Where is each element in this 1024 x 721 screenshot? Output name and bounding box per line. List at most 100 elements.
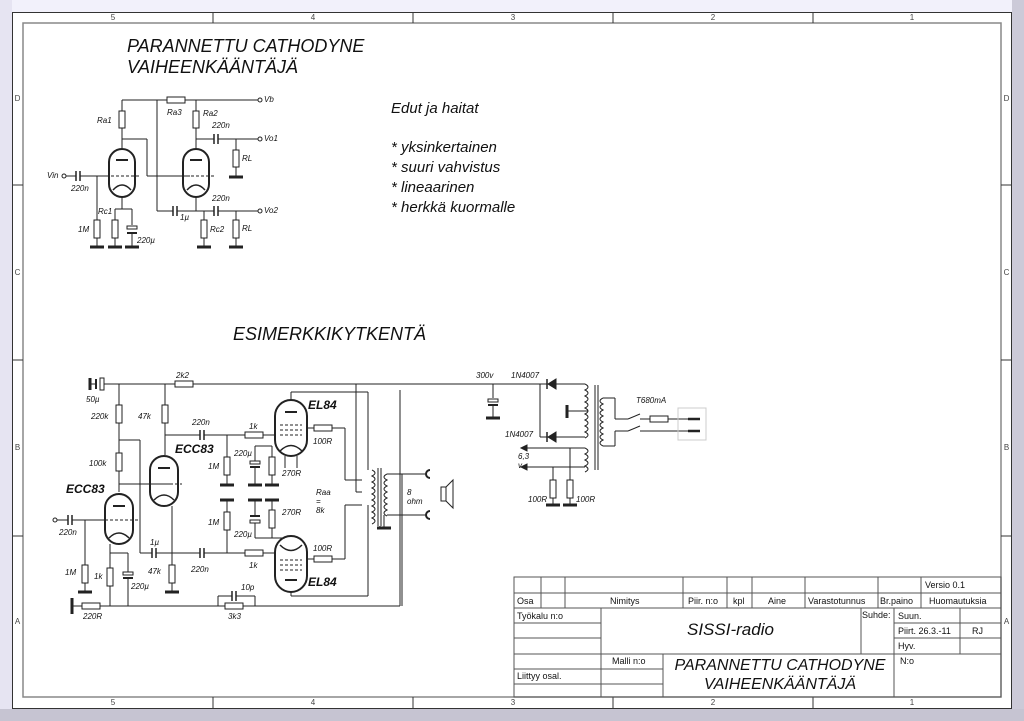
notes-block: Edut ja haitat * yksinkertainen * suuri … [391,99,515,218]
zone-label-left-d: D [14,94,21,103]
tube-el84-bot [274,535,308,593]
title-block-grid [513,576,1002,698]
label-vo2: Vo2 [264,206,278,215]
label-speaker: 8 ohm [407,488,423,506]
tb-number-label: N:o [900,656,915,666]
zone-label-right-c: C [1003,268,1010,277]
zone-label-right-a: A [1003,617,1010,626]
notes-item: * herkkä kuormalle [391,199,516,216]
resistor-2k2 [174,380,194,388]
tb-project: SISSI-radio [687,620,774,639]
capacitor-220u [126,225,138,230]
zone-label-top-3: 3 [510,13,516,22]
tb-header-aine: Aine [768,596,787,606]
tb-header-varastotunnus: Varastotunnus [808,596,866,606]
label-ecc83-a: ECC83 [66,482,105,496]
zone-label-bottom-3: 3 [510,698,516,707]
fuse [649,415,669,423]
tb-header-brpaino: Br.paino [880,596,914,606]
label-r3k3: 3k3 [228,612,241,621]
zone-label-left-a: A [14,617,21,626]
zone-label-top-4: 4 [310,13,316,22]
resistor-rl2 [232,219,240,239]
label-c50u: 50µ [86,395,100,404]
tb-model-label: Malli n:o [612,656,646,666]
label-c220n-top: 220n [192,418,210,427]
frame-bevel-bottom [0,709,1024,721]
label-r47k-top: 47k [138,412,151,421]
tube-ecc83-b [149,455,179,507]
resistor-ra3 [166,96,186,104]
label-rc2: Rc2 [210,225,225,234]
tb-drawing-title-line1: PARANNETTU CATHODYNE [674,657,886,674]
notes-item: * suuri vahvistus [391,159,501,176]
label-vb: Vb [264,95,274,104]
frame-bevel-right [1012,0,1024,721]
label-c-1u: 1µ [180,213,190,222]
notes-heading: Edut ja haitat [391,100,479,117]
label-rc1: Rc1 [98,207,113,216]
label-r220r: 220R [83,612,103,621]
zone-label-bottom-5: 5 [110,698,116,707]
section-title-cathodyne: PARANNETTU CATHODYNE VAIHEENKÄÄNTÄJÄ [127,36,364,78]
zone-label-bottom-4: 4 [310,698,316,707]
label-r1m-top: 1M [208,462,220,471]
tb-header-osa: Osa [517,596,534,606]
zone-label-right-d: D [1003,94,1010,103]
section-title-line1: PARANNETTU CATHODYNE [127,36,365,56]
tb-tool-no: Työkalu n:o [517,611,564,621]
tube-el84-top [274,399,308,457]
tb-drawn-label: Piirt. 26.3.-11 [898,626,951,636]
label-r100r-a: 100R [528,495,548,504]
label-raa: Raa = 8k [316,488,331,515]
zone-label-bottom-1: 1 [909,698,915,707]
zone-label-top-2: 2 [710,13,716,22]
label-r2k2: 2k2 [176,371,189,380]
label-r100-bot: 100R [313,544,333,553]
label-r1k-cath: 1k [94,572,103,581]
frame-bevel-top [0,0,1024,12]
zone-dividers [12,12,1012,709]
label-c1u: 1µ [150,538,160,547]
label-ra3: Ra3 [167,108,182,117]
label-ra1: Ra1 [97,116,112,125]
label-c-220u: 220µ [137,236,155,245]
tb-drawn-by: RJ [972,626,983,636]
label-300v: 300v [476,371,494,380]
mains-connector [677,407,707,441]
tb-drawing-title-line2: VAIHEENKÄÄNTÄJÄ [703,676,857,693]
label-c-in: 220n [71,184,89,193]
label-heater: 6,3 v [518,452,530,470]
example-circuit [52,377,707,614]
label-ra2: Ra2 [203,109,218,118]
label-el84-top: EL84 [308,398,337,412]
label-r100-top: 100R [313,437,333,446]
resistor-1m [93,219,101,239]
resistor-ra2 [192,110,200,129]
label-r-1m: 1M [78,225,90,234]
zone-label-top-5: 5 [110,13,116,22]
label-rl2: RL [242,224,253,233]
cathodyne-circuit [61,96,263,249]
label-r1k-bot: 1k [249,561,258,570]
resistor-rc1 [111,219,119,239]
label-vo1: Vo1 [264,134,278,143]
label-r270-bot: 270R [282,508,302,517]
label-r1m-in: 1M [65,568,77,577]
label-c-out1: 220n [212,121,230,130]
label-r1m-bot: 1M [208,518,220,527]
resistor-ra1 [118,110,126,129]
resistor-rl1 [232,149,240,168]
notes-item: * lineaarinen [391,179,475,196]
label-r47k-bot: 47k [148,567,161,576]
zone-label-top-1: 1 [909,13,915,22]
speaker-icon [440,478,454,510]
label-r1k-top: 1k [249,422,258,431]
zone-label-left-b: B [14,443,21,452]
label-vin: Vin [47,171,59,180]
label-r100r-b: 100R [576,495,596,504]
label-d2: 1N4007 [505,430,534,439]
zone-label-bottom-2: 2 [710,698,716,707]
tb-designed-label: Suun. [898,611,922,621]
tb-header-kpl: kpl [733,596,745,606]
